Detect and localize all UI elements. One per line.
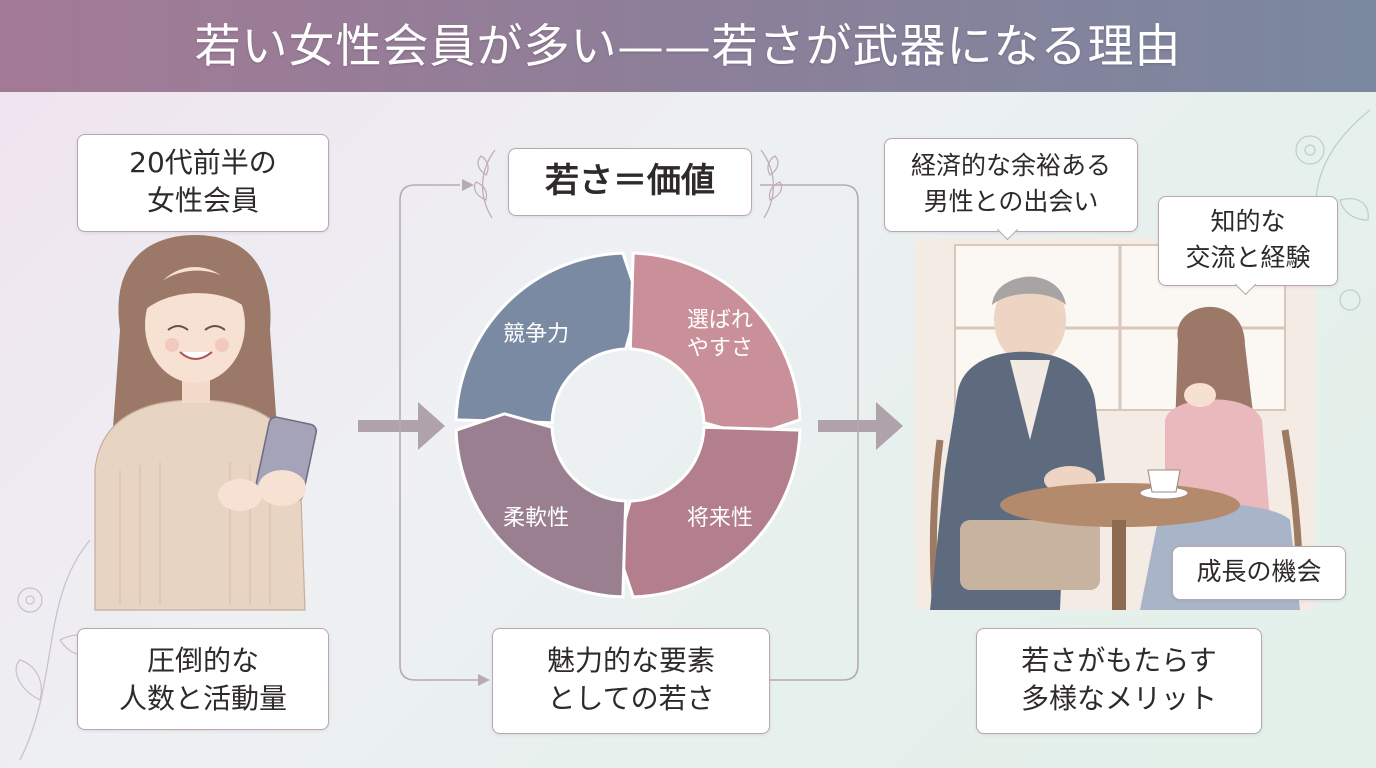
cycle-segment-label: やすさ [687, 336, 753, 361]
cycle-segment [628, 251, 802, 438]
label-line: 男性との出会い [923, 187, 1099, 216]
label-line: としての若さ [547, 682, 715, 715]
title-banner: 若い女性会員が多い——若さが武器になる理由 [0, 0, 1376, 92]
cycle-segment-label: 競争力 [503, 322, 569, 347]
numbers-activity-label: 圧倒的な 人数と活動量 [77, 628, 329, 730]
young-female-members-label: 20代前半の 女性会員 [77, 134, 329, 232]
label-line: 魅力的な要素 [546, 644, 715, 677]
label-line: 圧倒的な [146, 644, 259, 677]
laurel-ornament [473, 149, 783, 219]
cycle-segment-label: 選ばれ [687, 308, 753, 333]
cafe-couple-illustration [915, 238, 1315, 610]
label-line: 女性会員 [146, 184, 259, 217]
label-line: 知的な [1210, 207, 1286, 236]
label-line: 多様なメリット [1020, 682, 1217, 715]
cycle-segment [454, 251, 641, 425]
page-title: 若い女性会員が多い——若さが武器になる理由 [194, 19, 1182, 73]
woman-with-phone-illustration [94, 235, 318, 611]
arrow-left-to-center [358, 402, 445, 450]
growth-opportunity-tag: 成長の機会 [1172, 546, 1346, 600]
cycle-loop-connector [399, 179, 859, 686]
diverse-merits-label: 若さがもたらす 多様なメリット [976, 628, 1262, 734]
label-line: 若さ＝価値 [545, 161, 715, 201]
attractive-element-label: 魅力的な要素 としての若さ [492, 628, 770, 734]
speech-bubble-woman: 知的な 交流と経験 [1158, 196, 1338, 286]
cycle-segment [615, 425, 802, 599]
label-line: 経済的な余裕ある [910, 151, 1111, 180]
cycle-segment-label: 柔軟性 [503, 506, 569, 531]
label-line: 成長の機会 [1196, 557, 1322, 586]
label-line: 交流と経験 [1185, 243, 1311, 272]
label-line: 人数と活動量 [118, 682, 287, 715]
arrow-center-to-right [818, 402, 903, 450]
cycle-segment-label: 将来性 [687, 506, 753, 531]
label-line: 20代前半の [129, 146, 277, 179]
label-line: 若さがもたらす [1021, 644, 1217, 677]
cycle-segment [454, 412, 628, 599]
youth-equals-value-label: 若さ＝価値 [508, 148, 752, 216]
speech-bubble-man: 経済的な余裕ある 男性との出会い [884, 138, 1138, 232]
